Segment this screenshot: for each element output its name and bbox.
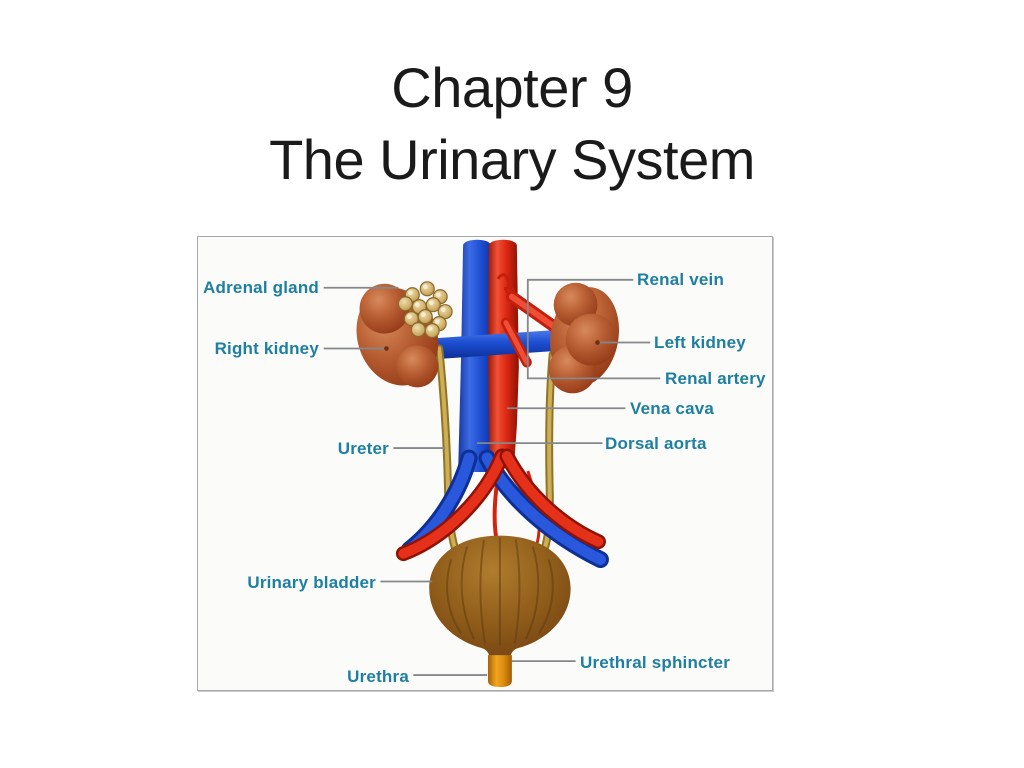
title-line-1: Chapter 9 xyxy=(391,56,633,119)
label-dorsal-aorta: Dorsal aorta xyxy=(605,434,707,453)
left-kidney-leader-dot xyxy=(595,340,600,345)
urethra-shape xyxy=(487,655,512,688)
urinary-system-diagram: Adrenal gland Right kidney Ureter Urinar… xyxy=(197,236,773,691)
renal-vein-artery-bracket xyxy=(526,278,661,380)
left-kidney-shape xyxy=(548,282,619,394)
slide-title: Chapter 9 The Urinary System xyxy=(0,52,1024,196)
leader-lines xyxy=(323,278,661,676)
label-renal-vein: Renal vein xyxy=(637,270,725,289)
label-right-kidney: Right kidney xyxy=(214,339,319,358)
right-kidney-leader-dot xyxy=(384,346,389,351)
label-vena-cava: Vena cava xyxy=(630,399,715,418)
ureter-right-shape xyxy=(534,350,557,568)
anatomy-illustration xyxy=(323,239,661,688)
iliac-vessels xyxy=(395,448,609,569)
label-adrenal-gland: Adrenal gland xyxy=(203,278,319,297)
bladder-shape xyxy=(429,535,571,662)
label-urethral-sphincter: Urethral sphincter xyxy=(580,653,731,672)
label-left-kidney: Left kidney xyxy=(654,333,746,352)
title-line-2: The Urinary System xyxy=(269,128,755,191)
renal-vein-artery-vessels xyxy=(426,290,566,368)
label-renal-artery: Renal artery xyxy=(665,369,766,388)
adrenal-gland-shape xyxy=(397,281,453,339)
label-ureter: Ureter xyxy=(337,439,389,458)
label-urinary-bladder: Urinary bladder xyxy=(247,573,376,592)
label-urethra: Urethra xyxy=(347,667,409,686)
ureter-left-shape xyxy=(435,344,465,566)
